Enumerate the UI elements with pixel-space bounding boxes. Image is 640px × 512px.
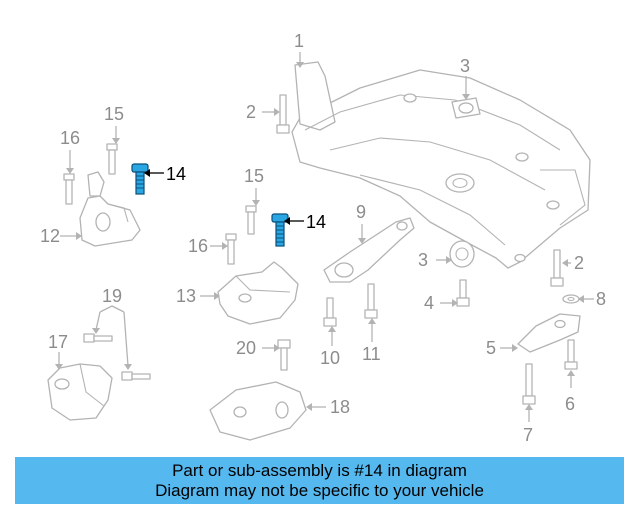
callout-8: 8 — [596, 289, 606, 309]
callout-17: 17 — [48, 332, 68, 352]
callout-labels: 1 2 3 15 16 14 12 15 14 16 13 9 3 4 2 8 … — [40, 31, 606, 445]
callout-15-left: 15 — [104, 104, 124, 124]
bolt-19-a — [83, 333, 113, 343]
bolt-15-left — [106, 143, 118, 175]
callout-16-center: 16 — [188, 236, 208, 256]
bolt-7 — [522, 363, 536, 405]
callout-18: 18 — [330, 397, 350, 417]
bolt-4 — [456, 279, 470, 307]
banner-line-1: Part or sub-assembly is #14 in diagram — [172, 461, 467, 480]
bolt-10 — [323, 297, 337, 327]
bracket-5 — [517, 313, 581, 353]
callout-15-center: 15 — [244, 166, 264, 186]
banner-line-2: Diagram may not be specific to your vehi… — [155, 481, 484, 500]
info-banner: Part or sub-assembly is #14 in diagram D… — [15, 457, 624, 504]
bushing-3-top — [451, 97, 481, 119]
parts-diagram: 1 2 3 15 16 14 12 15 14 16 13 9 3 4 2 8 … — [40, 31, 606, 445]
callout-20: 20 — [236, 338, 256, 358]
washer-8 — [562, 294, 580, 304]
torque-rod-9 — [323, 217, 415, 283]
callout-3-center: 3 — [418, 250, 428, 270]
callout-2-right: 2 — [574, 253, 584, 273]
callout-11: 11 — [362, 344, 381, 364]
bolt-6 — [564, 339, 578, 370]
callout-14-left: 14 — [166, 164, 186, 184]
callout-7: 7 — [523, 425, 533, 445]
bolt-16-left — [63, 173, 75, 205]
bolt-2-right — [550, 249, 564, 287]
bolt-15-center — [245, 205, 257, 235]
callout-1: 1 — [294, 31, 304, 51]
callout-3-top: 3 — [460, 56, 470, 76]
callout-2-top: 2 — [246, 102, 256, 122]
callout-6: 6 — [565, 394, 575, 414]
engine-mount-12 — [79, 171, 141, 247]
callout-14-center: 14 — [306, 212, 326, 232]
callout-12: 12 — [40, 226, 60, 246]
bolt-19-b — [121, 371, 151, 381]
bolt-16-center — [225, 233, 237, 265]
mount-18 — [209, 381, 307, 441]
callout-16-left: 16 — [60, 128, 80, 148]
bolt-14-left-highlighted — [131, 163, 149, 195]
bolt-2-top — [276, 94, 290, 134]
callout-9: 9 — [356, 202, 366, 222]
bolt-11 — [364, 283, 378, 319]
leader-lines — [55, 52, 594, 422]
callout-10: 10 — [320, 348, 340, 368]
callout-5: 5 — [486, 338, 496, 358]
bolt-20 — [277, 339, 291, 371]
mount-assembly-17 — [47, 363, 113, 421]
bushing-3-center — [449, 240, 475, 268]
callout-19: 19 — [102, 286, 122, 306]
bracket-13 — [217, 261, 299, 325]
callout-4: 4 — [424, 293, 434, 313]
callout-13: 13 — [176, 286, 196, 306]
subframe-crossmember — [291, 61, 591, 269]
bolt-14-center-highlighted — [271, 213, 289, 247]
